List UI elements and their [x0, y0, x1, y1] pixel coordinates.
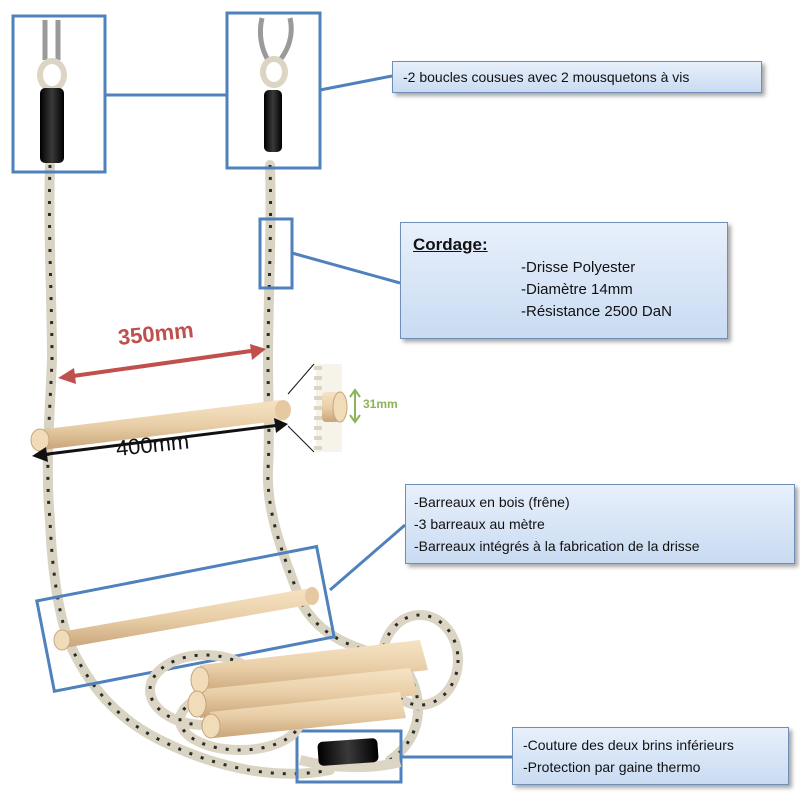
rung-end-inset [287, 363, 361, 453]
callout-mousquetons: -2 boucles cousues avec 2 mousquetons à … [392, 61, 762, 93]
callout-couture-item: -Couture des deux brins inférieurs [523, 737, 734, 753]
callout-barreaux-item: -3 barreaux au mètre [414, 516, 545, 532]
callout-cordage-item: -Résistance 2500 DaN [521, 303, 672, 320]
connector-barreaux [329, 523, 406, 592]
seam-sleeve-icon [298, 738, 402, 773]
right-loop-frame [225, 11, 322, 170]
callout-cordage: Cordage: -Drisse Polyester -Diamètre 14m… [400, 222, 728, 339]
left-carabiner-icon [37, 20, 67, 163]
dimension-arrow-400 [32, 418, 288, 462]
callout-mousquetons-text: -2 boucles cousues avec 2 mousquetons à … [403, 69, 690, 85]
callout-cordage-item: -Drisse Polyester [521, 259, 636, 276]
callout-cordage-item: -Diamètre 14mm [521, 281, 633, 298]
dimension-label-31mm: 31mm [363, 397, 398, 411]
coiled-rope-bundle [145, 610, 463, 755]
left-rope [42, 160, 335, 779]
callout-couture: -Couture des deux brins inférieurs -Prot… [512, 727, 789, 785]
dimension-arrow-350 [58, 344, 266, 384]
rung-detail-frame [35, 544, 336, 694]
right-sleeve [264, 90, 282, 152]
callout-barreaux-item: -Barreaux intégrés à la fabrication de l… [414, 538, 700, 554]
connector-cordage [291, 251, 401, 285]
callout-barreaux-item: -Barreaux en bois (frêne) [414, 494, 570, 510]
top-rung [30, 400, 291, 452]
left-sleeve [40, 88, 64, 163]
callout-couture-item: -Protection par gaine thermo [523, 759, 701, 775]
lower-rung [53, 587, 319, 651]
right-carabiner-icon [257, 17, 294, 152]
callout-cordage-title: Cordage: [413, 235, 488, 254]
callout-barreaux: -Barreaux en bois (frêne) -3 barreaux au… [405, 484, 795, 564]
connector-mousquetons [319, 74, 393, 92]
